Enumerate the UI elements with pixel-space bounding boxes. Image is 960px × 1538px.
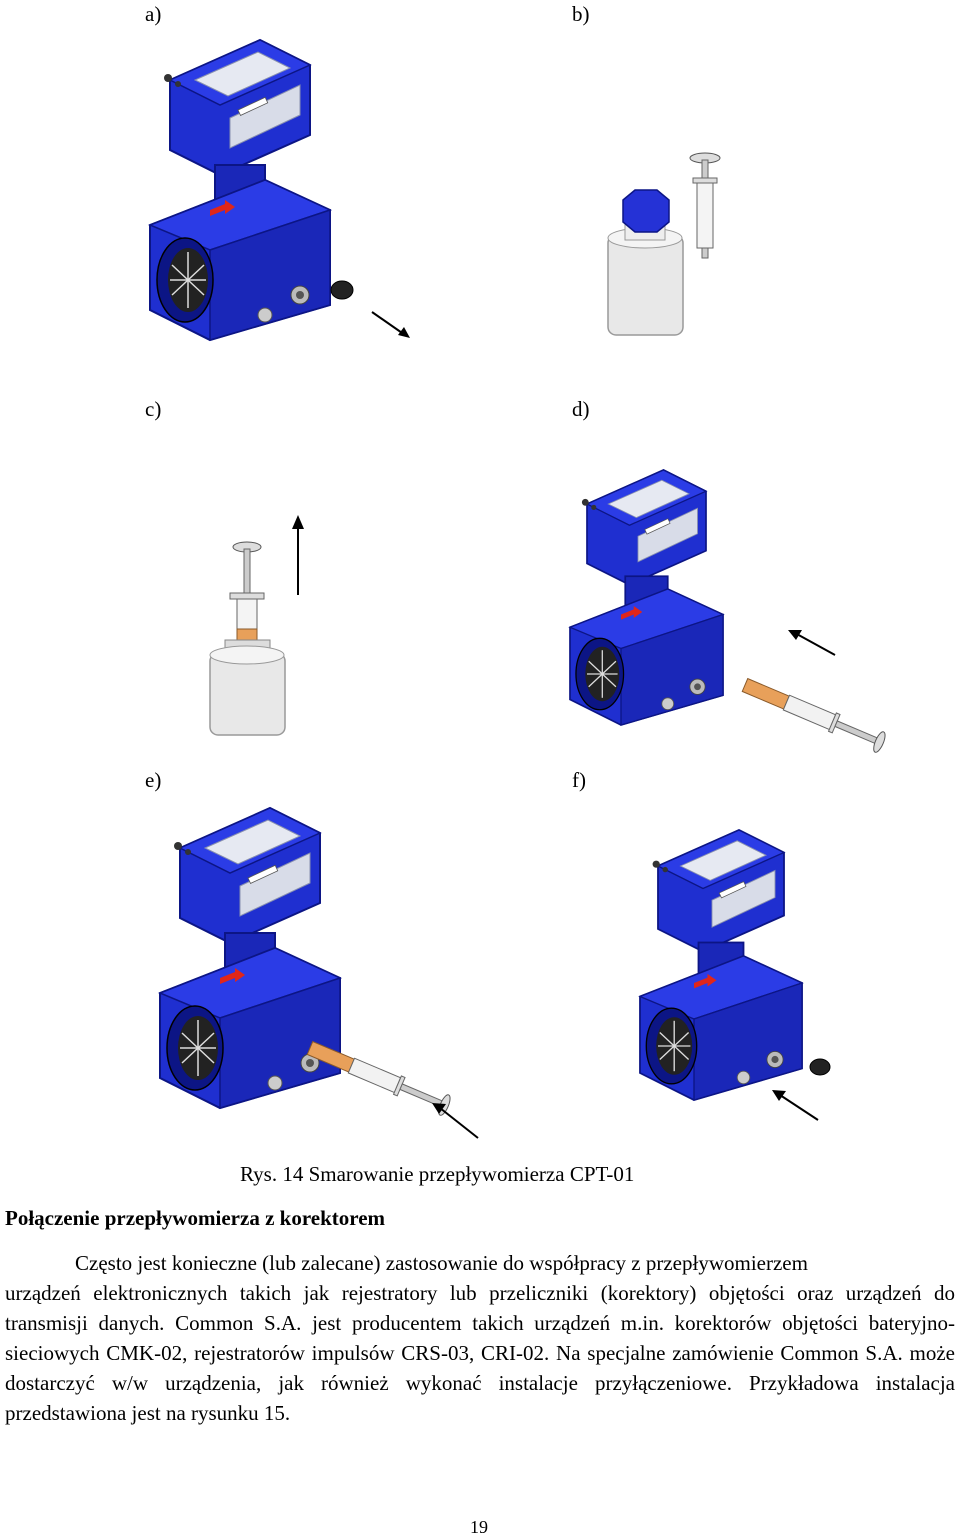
section-heading: Połączenie przepływomierza z korektorem (5, 1206, 386, 1230)
arrow-icon (439, 1107, 479, 1139)
arrow-icon (779, 1094, 819, 1121)
panel-label-b: b) (572, 2, 590, 26)
panel-label-d: d) (572, 397, 590, 421)
arrow-icon (371, 311, 406, 336)
figure-b-grease-container-syringe (607, 152, 721, 336)
figure-e-meter-syringe-inserted (159, 807, 479, 1139)
body-paragraph: Często jest konieczne (lub zalecane) zas… (5, 1248, 955, 1428)
figure-caption: Rys. 14 Smarowanie przepływomierza CPT-0… (240, 1162, 635, 1186)
paragraph-rest: urządzeń elektronicznych takich jak reje… (5, 1281, 955, 1425)
arrow-icon (794, 632, 836, 656)
panel-label-c: c) (145, 397, 162, 421)
figure-f-meter-cap-reinstall (639, 829, 831, 1121)
cap-icon (330, 280, 354, 300)
cap-icon (809, 1058, 831, 1076)
figure-c-syringe-filling (209, 515, 304, 736)
panel-label-f: f) (572, 768, 586, 792)
figure-d-meter-syringe-approach (569, 469, 888, 755)
panel-label-e: e) (145, 768, 162, 792)
figure-a-meter-cap-removal (149, 39, 410, 341)
page-number: 19 (470, 1517, 488, 1537)
panel-label-a: a) (145, 2, 162, 26)
paragraph-first-line: Często jest konieczne (lub zalecane) zas… (75, 1251, 808, 1275)
bottle-cap-icon (622, 189, 670, 233)
